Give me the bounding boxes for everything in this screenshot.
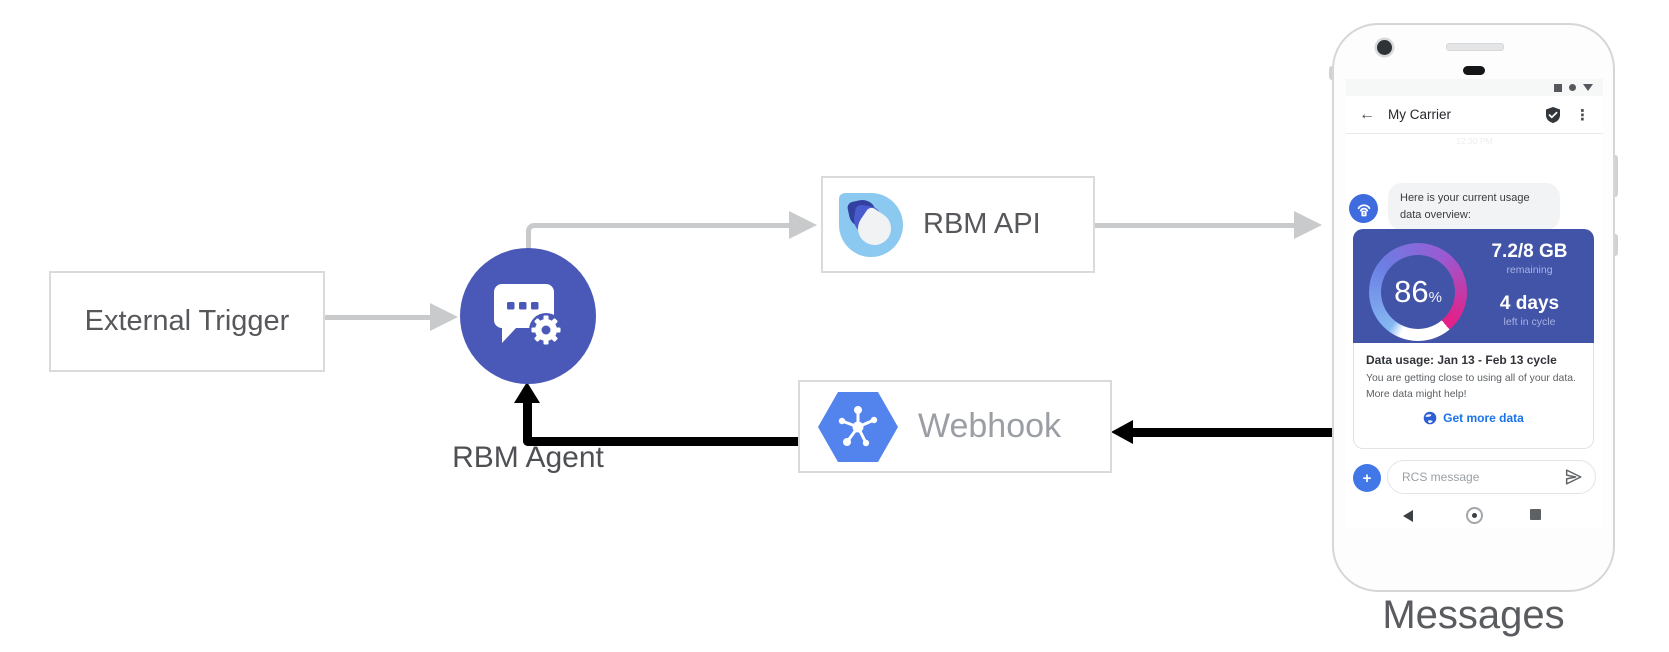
- arrowhead-agent-to-api: [789, 211, 817, 239]
- speaker-grille: [1446, 43, 1504, 51]
- arrow-phone-to-webhook: [1133, 428, 1333, 437]
- arrowhead-phone-to-webhook: [1111, 420, 1133, 444]
- compose-bar: [1387, 460, 1596, 494]
- messages-caption: Messages: [1382, 593, 1565, 637]
- usage-card-title: Data usage: Jan 13 - Feb 13 cycle: [1366, 353, 1557, 367]
- agent-message-bubble: Here is your current usage data overview…: [1388, 183, 1560, 230]
- arrow-agent-to-api: [526, 223, 796, 255]
- status-triangle-icon: [1583, 84, 1593, 91]
- antenna-wifi-icon: [1357, 203, 1370, 216]
- webhook-hexagon-icon: [818, 391, 898, 462]
- nav-recents-button[interactable]: [1530, 509, 1541, 520]
- usage-card-body: You are getting close to using all of yo…: [1366, 373, 1576, 401]
- phone-power-button: [1613, 155, 1618, 197]
- cycle-days-label: left in cycle: [1503, 315, 1556, 328]
- usage-overview-card: 86 % 7.2/8 GB remaining 4 days left in c…: [1353, 229, 1594, 343]
- nav-home-button[interactable]: [1466, 507, 1483, 524]
- webhook-label: Webhook: [918, 407, 1062, 445]
- get-more-data-label: Get more data: [1443, 411, 1524, 426]
- arrowhead-trigger-to-agent: [430, 303, 458, 331]
- nav-back-button[interactable]: [1403, 510, 1413, 522]
- conversation-title: My Carrier: [1388, 107, 1451, 122]
- carrier-agent-avatar: [1349, 194, 1378, 223]
- back-arrow-icon[interactable]: ←: [1359, 105, 1375, 123]
- agent-message-text: Here is your current usage data overview…: [1400, 192, 1530, 221]
- conversation-header: ← My Carrier ⋮: [1346, 96, 1603, 134]
- arrow-webhook-to-agent: [523, 402, 807, 446]
- arrow-trigger-to-agent: [325, 315, 433, 320]
- status-circle-icon: [1569, 84, 1576, 91]
- gauge-percent: 86: [1394, 274, 1429, 309]
- get-more-data-button[interactable]: Get more data: [1366, 411, 1581, 425]
- rbm-agent-label: RBM Agent: [452, 441, 604, 474]
- phone-sim-tray: [1329, 66, 1333, 80]
- status-bar: [1346, 79, 1603, 96]
- remaining-label: remaining: [1506, 263, 1553, 276]
- webhook-box: Webhook: [798, 380, 1112, 473]
- earpiece-slot: [1463, 66, 1485, 75]
- verified-shield-icon: [1546, 106, 1560, 123]
- gauge-percent-unit: %: [1428, 288, 1442, 306]
- chat-gear-icon: [494, 284, 563, 347]
- cycle-days-value: 4 days: [1499, 292, 1560, 314]
- status-square-icon: [1554, 83, 1562, 92]
- phone-volume-button: [1613, 234, 1618, 256]
- external-trigger-box: External Trigger: [49, 271, 325, 372]
- rcs-message-input[interactable]: [1400, 469, 1544, 485]
- arrowhead-api-to-phone: [1294, 211, 1322, 239]
- usage-stats: 7.2/8 GB remaining 4 days left in cycle: [1471, 241, 1588, 328]
- remaining-value: 7.2/8 GB: [1491, 241, 1568, 262]
- arrow-api-to-phone: [1095, 223, 1297, 228]
- usage-detail-card: Data usage: Jan 13 - Feb 13 cycle You ar…: [1353, 343, 1594, 449]
- overflow-menu-icon[interactable]: ⋮: [1575, 106, 1590, 124]
- phone-mockup: ← My Carrier ⋮ 12:30 PM Here: [1332, 23, 1615, 592]
- globe-icon: [1423, 411, 1437, 425]
- external-trigger-label: External Trigger: [84, 305, 290, 337]
- phone-screen: ← My Carrier ⋮ 12:30 PM Here: [1346, 79, 1603, 528]
- send-icon[interactable]: [1564, 468, 1583, 486]
- rbm-api-logo-icon: [839, 192, 903, 257]
- arrowhead-webhook-to-agent: [514, 382, 540, 403]
- usage-gauge: 86 %: [1369, 243, 1467, 341]
- message-timestamp: 12:30 PM: [1456, 136, 1493, 146]
- front-camera-icon: [1377, 40, 1392, 55]
- rbm-api-label: RBM API: [923, 208, 1041, 240]
- plus-icon: +: [1362, 469, 1372, 487]
- attach-plus-button[interactable]: +: [1353, 464, 1381, 492]
- rbm-agent-node: [460, 248, 596, 384]
- rbm-api-box: RBM API: [821, 176, 1095, 273]
